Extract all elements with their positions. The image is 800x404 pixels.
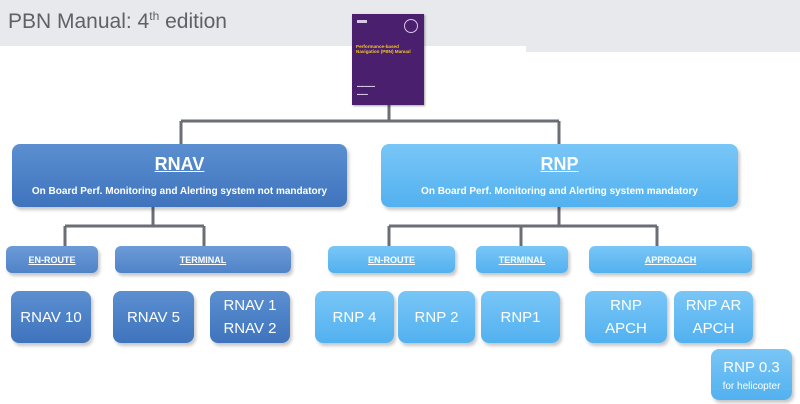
cover-fineprint-2: ▬▬▬: [357, 92, 368, 96]
rnav-spec-label: RNAV 1: [223, 297, 277, 314]
rnp-subtitle: On Board Perf. Monitoring and Alerting s…: [421, 186, 698, 197]
rnav-spec-rnav-1-2: RNAV 1 RNAV 2: [210, 291, 290, 343]
header-band-right: [526, 0, 800, 52]
rnav-title: RNAV: [154, 154, 205, 174]
rnp-category-approach: APPROACH: [589, 246, 752, 273]
rnp-spec-label: RNP 4: [332, 308, 377, 326]
rnp-spec-label: RNP1: [500, 308, 541, 326]
rnav-category-en-route: EN-ROUTE: [6, 246, 98, 273]
rnp-spec-label: RNP 2: [414, 308, 459, 326]
rnp-spec-label: RNP 0.3: [723, 358, 780, 376]
rnp-spec-label: RNP AR: [685, 297, 742, 314]
cover-mark: [357, 20, 367, 23]
cover-fineprint: ▬▬▬▬▬: [357, 84, 375, 88]
rnav-spec-label: RNAV 2: [223, 320, 277, 337]
rnav-spec-label: RNAV 5: [126, 308, 181, 326]
rnp-category-en-route: EN-ROUTE: [328, 246, 455, 273]
cover-title: Performance-based Navigation (PBN) Manua…: [356, 44, 411, 55]
rnav-spec-rnav-5: RNAV 5: [113, 291, 194, 343]
page-title: PBN Manual: 4th edition: [8, 9, 227, 33]
rnp-spec-rnp-apch: RNP APCH: [585, 291, 667, 343]
rnp-spec-label: APCH: [692, 320, 735, 337]
rnp-spec-label: RNP: [610, 297, 642, 314]
rnp-box: RNP On Board Perf. Monitoring and Alerti…: [381, 144, 738, 207]
rnp-spec-label: APCH: [605, 320, 647, 337]
rnp-spec-rnp-ar-apch: RNP AR APCH: [674, 291, 753, 343]
rnp-spec-rnp-0-3-helicopter: RNP 0.3 for helicopter: [711, 349, 792, 400]
rnav-spec-rnav-10: RNAV 10: [11, 291, 91, 343]
rnp-spec-rnp-2: RNP 2: [398, 291, 475, 343]
rnp-spec-note: for helicopter: [722, 380, 781, 392]
rnav-spec-label: RNAV 10: [20, 308, 82, 326]
icao-emblem-icon: [404, 19, 418, 33]
rnav-category-terminal: TERMINAL: [115, 246, 291, 273]
pbn-manual-cover: Performance-based Navigation (PBN) Manua…: [352, 14, 424, 105]
rnp-spec-rnp-4: RNP 4: [315, 291, 394, 343]
rnp-category-terminal: TERMINAL: [476, 246, 568, 273]
rnp-title: RNP: [540, 154, 579, 174]
rnav-box: RNAV On Board Perf. Monitoring and Alert…: [12, 144, 347, 207]
header-band: [0, 0, 526, 46]
rnav-subtitle: On Board Perf. Monitoring and Alerting s…: [31, 186, 328, 197]
rnp-spec-rnp1: RNP1: [481, 291, 560, 343]
